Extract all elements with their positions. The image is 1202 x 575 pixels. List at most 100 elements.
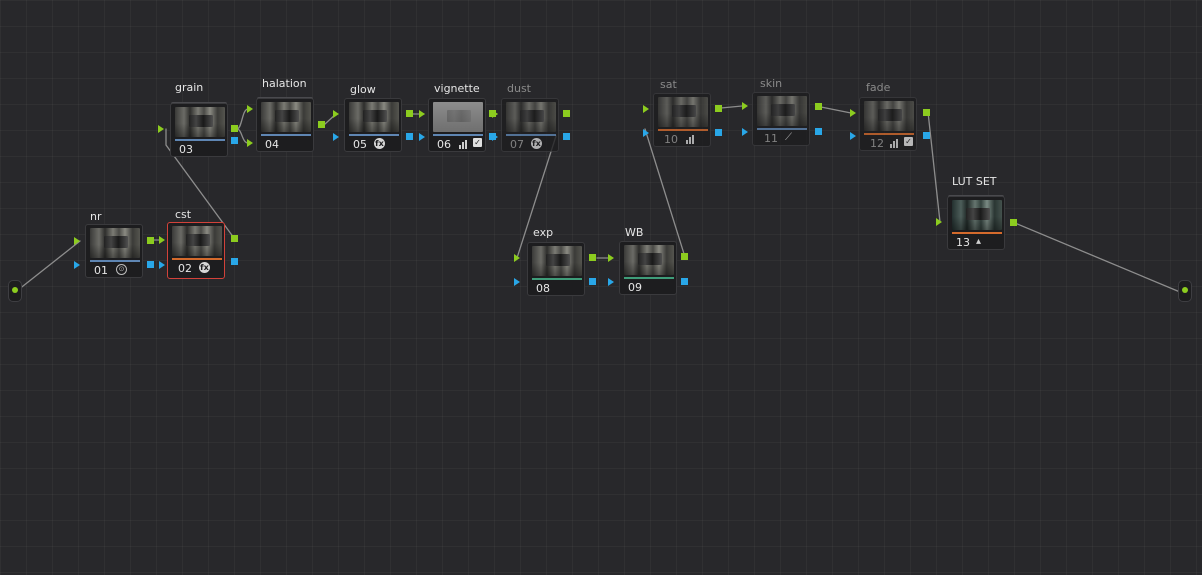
node-03[interactable]: 03 — [170, 103, 228, 157]
node-10-rgb-output[interactable] — [715, 105, 722, 112]
node-title-13: LUT SET — [952, 175, 997, 188]
node-01-bar — [90, 260, 140, 262]
node-09-alpha-input[interactable] — [608, 278, 614, 286]
node-11-alpha-input[interactable] — [742, 128, 748, 136]
node-10-number: 10 — [664, 133, 678, 146]
node-07-number: 07 — [510, 138, 524, 151]
node-02-rgb-input[interactable] — [159, 236, 165, 244]
node-07-thumbnail — [506, 102, 556, 132]
node-06-thumbnail — [433, 102, 483, 132]
node-tree-output-terminal[interactable] — [1178, 280, 1192, 302]
node-10-bar — [658, 129, 708, 131]
node-05-number: 05 — [353, 138, 367, 151]
node-09-bar — [624, 277, 674, 279]
node-10-thumbnail — [658, 97, 708, 127]
node-09-number: 09 — [628, 281, 642, 294]
bars-icon — [890, 139, 898, 148]
node-title-11: skin — [760, 77, 783, 90]
node-05-rgb-input[interactable] — [333, 110, 339, 118]
node-10-rgb-input[interactable] — [643, 105, 649, 113]
node-11-alpha-output[interactable] — [815, 128, 822, 135]
node-01-alpha-output[interactable] — [147, 261, 154, 268]
node-08-rgb-input[interactable] — [514, 254, 520, 262]
node-01-thumbnail — [90, 228, 140, 258]
node-10-alpha-output[interactable] — [715, 129, 722, 136]
node-09[interactable]: 09 — [619, 241, 677, 295]
node-03-rgb-output[interactable] — [231, 125, 238, 132]
node-02-alpha-output[interactable] — [231, 258, 238, 265]
node-02[interactable]: 02 fx — [167, 222, 225, 279]
node-09-alpha-output[interactable] — [681, 278, 688, 285]
node-05-alpha-output[interactable] — [406, 133, 413, 140]
node-04-rgb-output[interactable] — [318, 121, 325, 128]
node-05[interactable]: 05 fx — [344, 98, 402, 152]
node-01[interactable]: 01 ⊙ — [85, 224, 143, 278]
node-02-alpha-input[interactable] — [159, 261, 165, 269]
node-02-rgb-output[interactable] — [231, 235, 238, 242]
node-11-rgb-input[interactable] — [742, 102, 748, 110]
node-09-rgb-output[interactable] — [681, 253, 688, 260]
node-13[interactable]: 13 ▴ — [947, 196, 1005, 250]
node-06-alpha-input[interactable] — [419, 133, 425, 141]
node-12[interactable]: 12 ✓ — [859, 97, 917, 151]
node-08[interactable]: 08 — [527, 242, 585, 296]
node-01-rgb-input[interactable] — [74, 237, 80, 245]
source-output-port[interactable] — [12, 287, 18, 293]
node-title-10: sat — [660, 78, 677, 91]
node-13-rgb-output[interactable] — [1010, 219, 1017, 226]
node-01-rgb-output[interactable] — [147, 237, 154, 244]
node-07-rgb-input[interactable] — [492, 110, 498, 118]
node-01-number: 01 — [94, 264, 108, 277]
node-04[interactable]: 04 — [256, 98, 314, 152]
node-title-03: grain — [175, 81, 204, 94]
wire-input-to-01 — [17, 240, 81, 291]
node-12-rgb-input[interactable] — [850, 109, 856, 117]
node-08-rgb-output[interactable] — [589, 254, 596, 261]
node-07-rgb-output[interactable] — [563, 110, 570, 117]
node-08-bar — [532, 278, 582, 280]
wire-10-to-11 — [720, 105, 743, 109]
node-05-thumbnail — [349, 102, 399, 132]
wire-13-to-output — [1014, 222, 1181, 293]
wire-03-to-04-bottom — [236, 128, 249, 144]
node-12-number: 12 — [870, 137, 884, 150]
output-input-port[interactable] — [1182, 287, 1188, 293]
node-07-alpha-input[interactable] — [492, 133, 498, 141]
node-08-thumbnail — [532, 246, 582, 276]
node-06-rgb-input[interactable] — [419, 110, 425, 118]
node-13-rgb-input[interactable] — [936, 218, 942, 226]
node-title-04: halation — [262, 77, 307, 90]
node-10[interactable]: 10 — [653, 93, 711, 147]
node-title-08: exp — [533, 226, 554, 239]
node-07[interactable]: 07 fx — [501, 98, 559, 152]
node-08-alpha-output[interactable] — [589, 278, 596, 285]
fx-icon: fx — [531, 138, 542, 149]
node-11-thumbnail — [757, 96, 807, 126]
source-input-terminal[interactable] — [8, 280, 22, 302]
node-09-rgb-input[interactable] — [608, 254, 614, 262]
node-04-rgb-input-2[interactable] — [247, 139, 253, 147]
bars-icon — [686, 135, 694, 144]
node-12-rgb-output[interactable] — [923, 109, 930, 116]
eyedropper-icon: ⟋ — [785, 132, 792, 143]
node-title-07: dust — [507, 82, 531, 95]
node-04-bar — [261, 134, 311, 136]
node-10-alpha-input[interactable] — [643, 129, 649, 137]
node-08-alpha-input[interactable] — [514, 278, 520, 286]
node-03-rgb-input[interactable] — [158, 125, 164, 133]
node-12-alpha-input[interactable] — [850, 132, 856, 140]
node-07-alpha-output[interactable] — [563, 133, 570, 140]
node-11[interactable]: 11 ⟋ — [752, 92, 810, 146]
node-03-alpha-output[interactable] — [231, 137, 238, 144]
node-06[interactable]: 06 ✓ — [428, 98, 486, 152]
node-title-02: cst — [175, 208, 192, 221]
node-05-rgb-output[interactable] — [406, 110, 413, 117]
node-11-rgb-output[interactable] — [815, 103, 822, 110]
node-05-alpha-input[interactable] — [333, 133, 339, 141]
node-12-alpha-output[interactable] — [923, 132, 930, 139]
fx-icon: fx — [199, 262, 210, 273]
bars-icon — [459, 140, 467, 149]
node-01-alpha-input[interactable] — [74, 261, 80, 269]
node-04-rgb-input[interactable] — [247, 105, 253, 113]
node-title-12: fade — [866, 81, 891, 94]
